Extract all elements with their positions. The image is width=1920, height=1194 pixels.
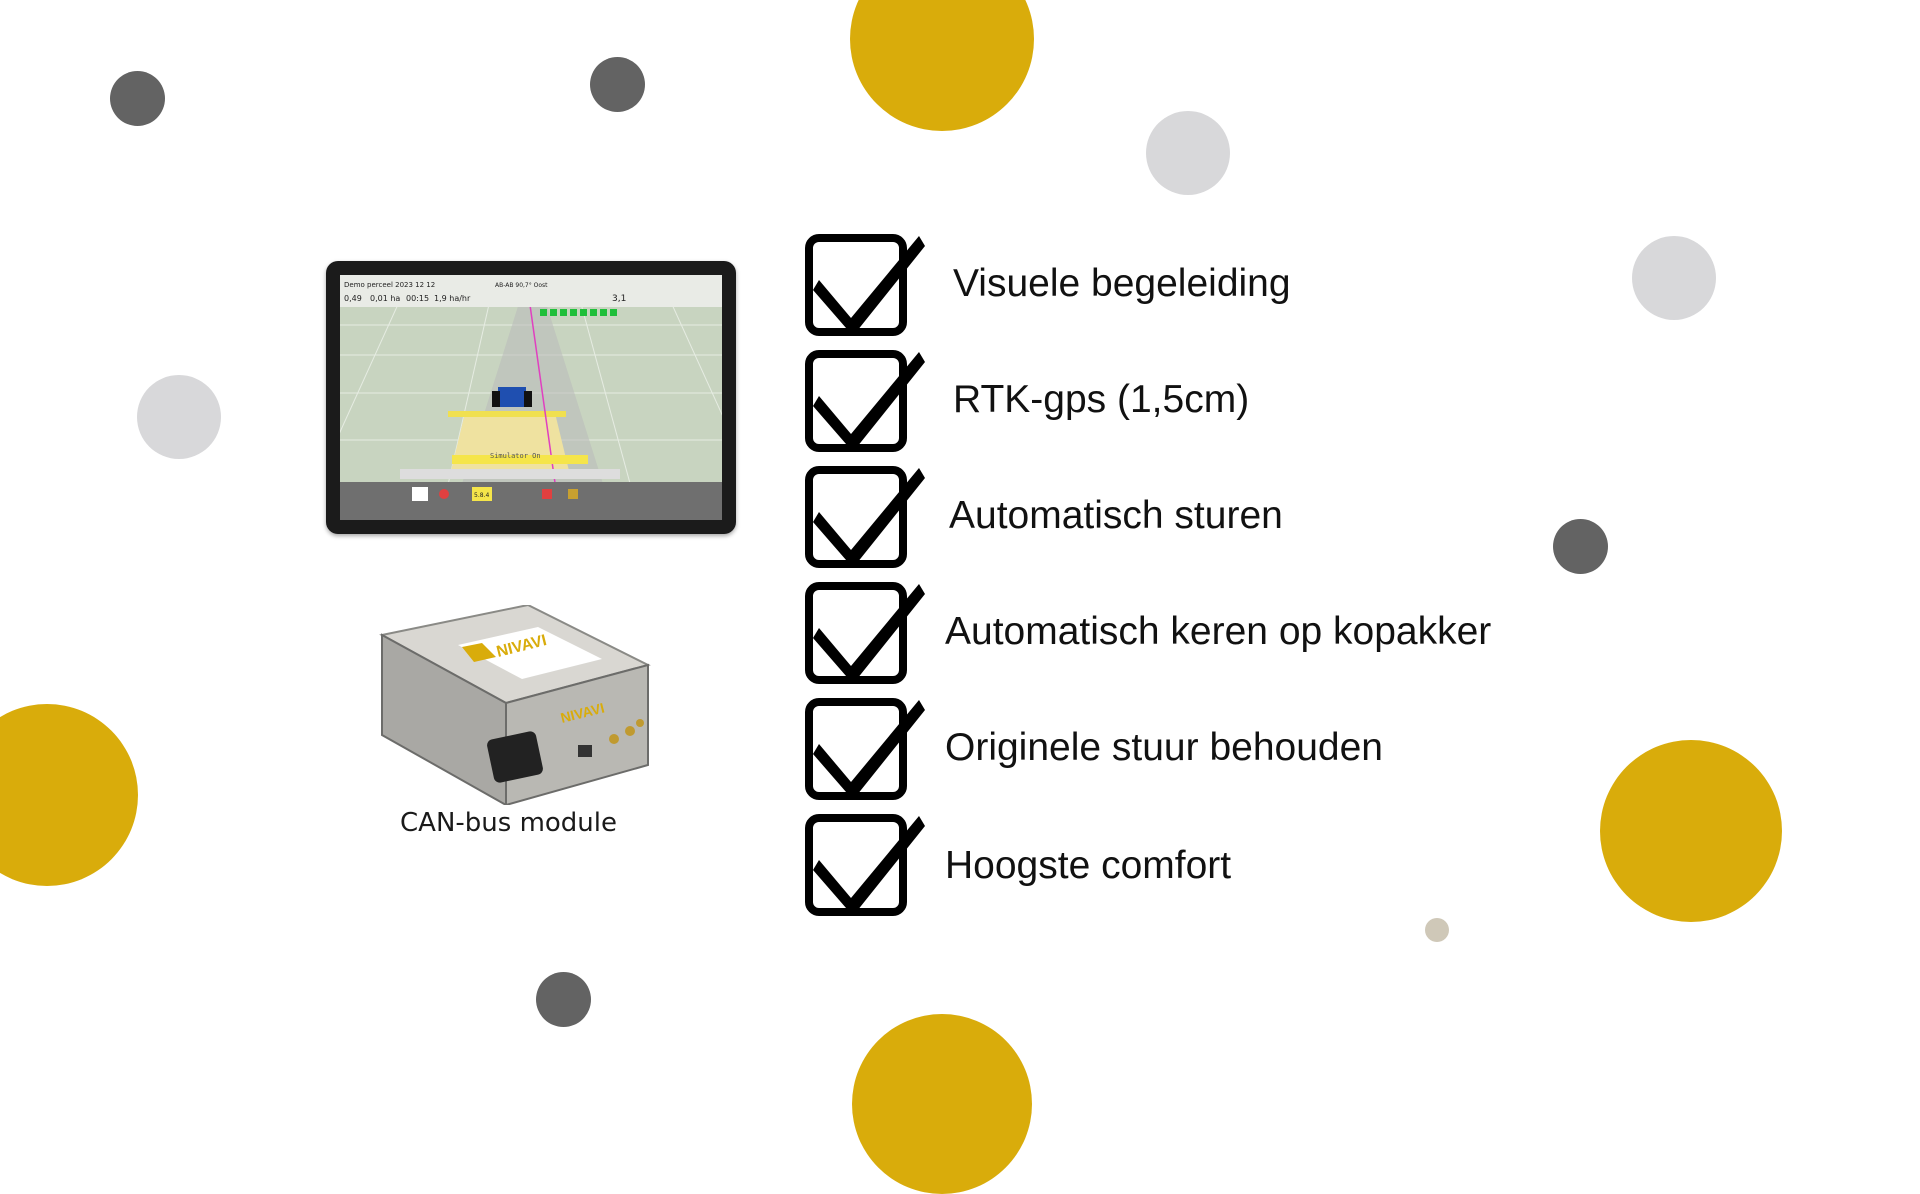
screen-title: Demo perceel 2023 12 12 <box>344 281 435 289</box>
guidance-map: Demo perceel 2023 12 12 0,49 0,01 ha 00:… <box>340 275 722 520</box>
tablet-screen: Demo perceel 2023 12 12 0,49 0,01 ha 00:… <box>340 275 722 520</box>
gold-circle-left <box>0 704 138 886</box>
checkbox-checked-icon <box>805 234 925 336</box>
screen-area: 0,49 <box>344 294 362 303</box>
screen-rate: 1,9 ha/hr <box>434 294 471 303</box>
checkbox-checked-icon <box>805 582 925 684</box>
can-bus-module-image: NIVAVI NIVAVI <box>378 603 652 807</box>
guidance-tablet: Demo perceel 2023 12 12 0,49 0,01 ha 00:… <box>326 261 736 534</box>
feature-item: Automatisch sturen <box>805 464 1605 574</box>
dark-circle-1 <box>110 71 165 126</box>
gold-circle-right <box>1600 740 1782 922</box>
feature-label: Visuele begeleiding <box>953 262 1291 305</box>
feature-label: Hoogste comfort <box>945 844 1232 887</box>
feature-label: Originele stuur behouden <box>945 726 1383 769</box>
light-circle-3 <box>137 375 221 459</box>
gold-circle-bottom <box>852 1014 1032 1194</box>
screen-speed: 3,1 <box>612 294 626 304</box>
feature-label: RTK-gps (1,5cm) <box>953 378 1250 421</box>
checkbox-checked-icon <box>805 698 925 800</box>
checkbox-checked-icon <box>805 466 925 568</box>
dark-circle-2 <box>590 57 645 112</box>
light-circle-2 <box>1632 236 1716 320</box>
feature-label: Automatisch keren op kopakker <box>945 610 1492 653</box>
gold-circle-top <box>850 0 1034 131</box>
can-bus-caption: CAN-bus module <box>400 808 618 838</box>
light-circle-1 <box>1146 111 1230 195</box>
feature-item: RTK-gps (1,5cm) <box>805 348 1605 458</box>
screen-simulator: Simulator On <box>490 452 541 460</box>
beige-circle <box>1425 918 1449 942</box>
screen-time: 00:15 <box>406 294 429 303</box>
feature-label: Automatisch sturen <box>949 494 1283 537</box>
checkbox-checked-icon <box>805 350 925 452</box>
feature-item: Originele stuur behouden <box>805 696 1605 806</box>
dark-circle-3 <box>1553 519 1608 574</box>
screen-version: 5.8.4 <box>474 492 489 499</box>
screen-ab-line: AB-AB 90,7° Oost <box>495 282 548 289</box>
feature-item: Visuele begeleiding <box>805 232 1605 342</box>
checkbox-checked-icon <box>805 814 925 916</box>
dark-circle-4 <box>536 972 591 1027</box>
feature-item: Automatisch keren op kopakker <box>805 580 1705 690</box>
feature-item: Hoogste comfort <box>805 812 1605 922</box>
screen-area-unit: 0,01 ha <box>370 294 400 303</box>
